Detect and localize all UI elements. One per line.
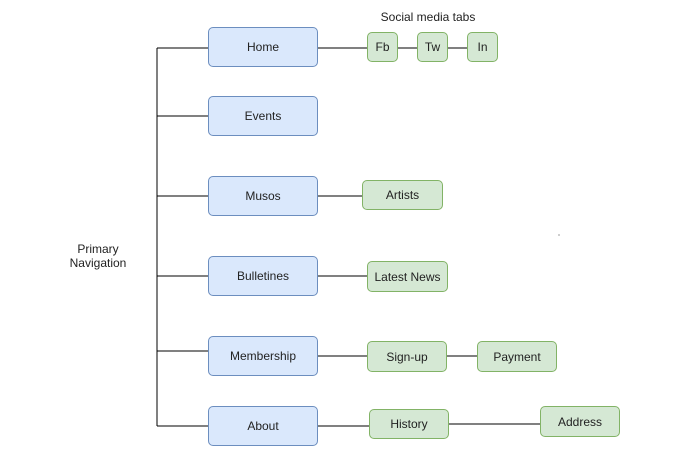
node-address: Address bbox=[540, 406, 620, 437]
node-bulletines: Bulletines bbox=[208, 256, 318, 296]
node-events: Events bbox=[208, 96, 318, 136]
node-fb: Fb bbox=[367, 32, 398, 62]
node-latest-news: Latest News bbox=[367, 261, 448, 292]
node-membership: Membership bbox=[208, 336, 318, 376]
node-sign-up: Sign-up bbox=[367, 341, 447, 372]
node-tw: Tw bbox=[417, 32, 448, 62]
social-media-caption: Social media tabs bbox=[380, 10, 476, 24]
root-label: Primary Navigation bbox=[62, 242, 134, 270]
stray-dot bbox=[558, 234, 560, 236]
node-musos: Musos bbox=[208, 176, 318, 216]
node-about: About bbox=[208, 406, 318, 446]
node-payment: Payment bbox=[477, 341, 557, 372]
root-label-line2: Navigation bbox=[69, 256, 127, 270]
node-home: Home bbox=[208, 27, 318, 67]
node-artists: Artists bbox=[362, 180, 443, 210]
node-history: History bbox=[369, 409, 449, 439]
root-label-line1: Primary bbox=[77, 242, 119, 256]
node-in: In bbox=[467, 32, 498, 62]
